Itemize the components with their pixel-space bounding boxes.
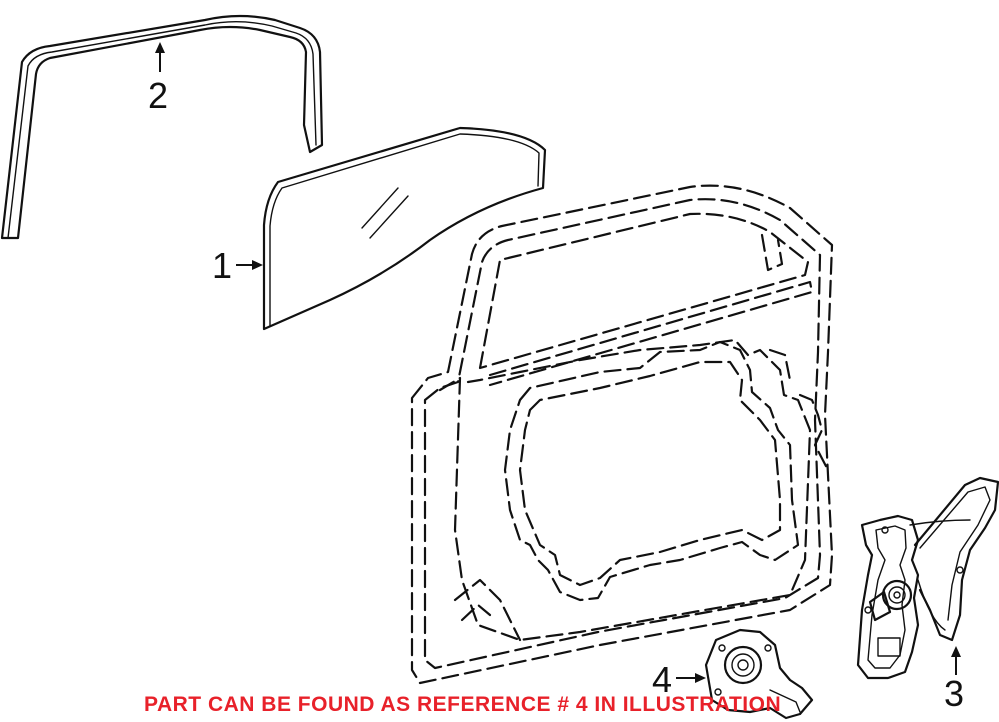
window-regulator — [856, 476, 999, 680]
callout-2: 2 — [148, 75, 168, 116]
door-glass — [262, 126, 547, 331]
leader-arrows — [155, 42, 961, 683]
callout-3: 3 — [944, 673, 964, 714]
door-shell — [410, 184, 834, 685]
window-run-channel — [0, 14, 324, 240]
window-motor — [704, 628, 814, 720]
reference-caption: PART CAN BE FOUND AS REFERENCE # 4 IN IL… — [144, 693, 781, 716]
callout-4: 4 — [652, 659, 672, 700]
callout-1: 1 — [212, 245, 232, 286]
